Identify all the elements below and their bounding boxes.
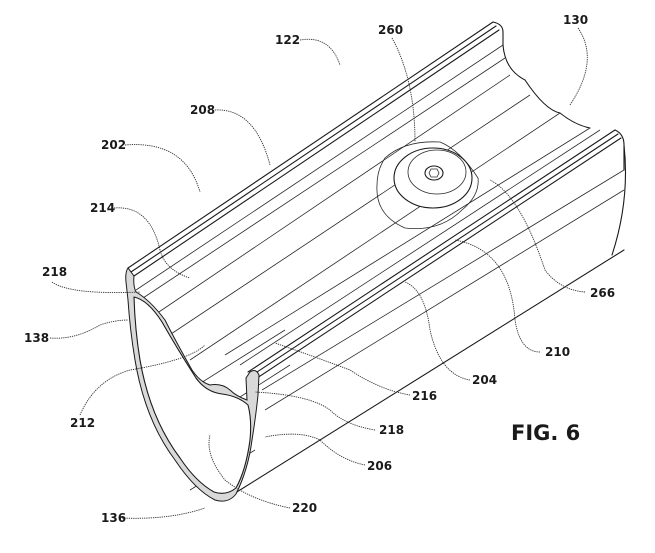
- reference-labels: 122 130 260 208 202 214 218 138 266 210 …: [24, 13, 615, 525]
- leader-266: [489, 179, 586, 293]
- surface-line: [189, 112, 561, 361]
- label-208: 208: [190, 103, 215, 117]
- left-rail-end-cap: [492, 21, 504, 46]
- fastener-head-inner: [407, 149, 467, 195]
- hex-socket-inner: [428, 168, 440, 178]
- leader-212: [79, 344, 206, 416]
- left-rail-top-edge: [127, 21, 494, 269]
- fastener: [376, 141, 479, 229]
- leader-214: [113, 207, 191, 279]
- right-side-profile: [611, 144, 627, 256]
- label-204: 204: [472, 373, 497, 387]
- left-rail-top-edge-2: [130, 25, 497, 273]
- leader-210: [454, 239, 541, 353]
- surface-line: [135, 44, 504, 291]
- surface-line: [164, 94, 531, 339]
- leader-202: [124, 144, 201, 193]
- label-202: 202: [101, 138, 126, 152]
- label-214: 214: [90, 201, 115, 215]
- surface-line: [261, 169, 625, 391]
- surface-line: [264, 189, 625, 411]
- leader-122: [299, 38, 341, 66]
- right-rail-top-edge-3: [253, 137, 622, 381]
- label-130: 130: [563, 13, 588, 27]
- far-end-profile: [502, 44, 591, 129]
- label-122: 122: [275, 33, 300, 47]
- label-138: 138: [24, 331, 49, 345]
- surface-line: [239, 129, 601, 366]
- right-rail-end: [614, 129, 625, 171]
- surface-line: [224, 127, 591, 356]
- leader-130: [569, 27, 588, 106]
- leader-218a: [51, 281, 141, 294]
- label-206: 206: [367, 459, 392, 473]
- label-260: 260: [378, 23, 403, 37]
- leader-lines: [49, 27, 588, 519]
- fastener-boss: [376, 141, 479, 229]
- label-212: 212: [70, 416, 95, 430]
- label-210: 210: [545, 345, 570, 359]
- label-218-top: 218: [42, 265, 67, 279]
- leader-220: [208, 434, 291, 509]
- label-136: 136: [101, 511, 126, 525]
- left-rail-top-edge-3: [133, 29, 500, 277]
- label-220: 220: [292, 501, 317, 515]
- leader-208: [214, 109, 271, 166]
- surface-line: [149, 74, 511, 319]
- label-216: 216: [412, 389, 437, 403]
- leader-138: [49, 319, 129, 339]
- leader-216: [274, 342, 411, 396]
- fastener-head-outer: [393, 147, 473, 209]
- figure-title: FIG. 6: [511, 421, 580, 445]
- label-218-bottom: 218: [379, 423, 404, 437]
- cross-section: [125, 267, 260, 502]
- leader-136: [121, 507, 206, 519]
- leader-260: [391, 37, 416, 143]
- surface-line: [139, 57, 506, 301]
- label-266: 266: [590, 286, 615, 300]
- right-rail-top-edge: [247, 129, 616, 373]
- right-rail-top-edge-2: [250, 133, 619, 377]
- leader-218b: [254, 391, 376, 431]
- cross-section-inner: [133, 296, 252, 494]
- leader-206: [264, 433, 366, 466]
- leader-204: [404, 281, 471, 381]
- hex-socket-icon: [424, 165, 444, 181]
- bottom-body-edge: [231, 249, 625, 496]
